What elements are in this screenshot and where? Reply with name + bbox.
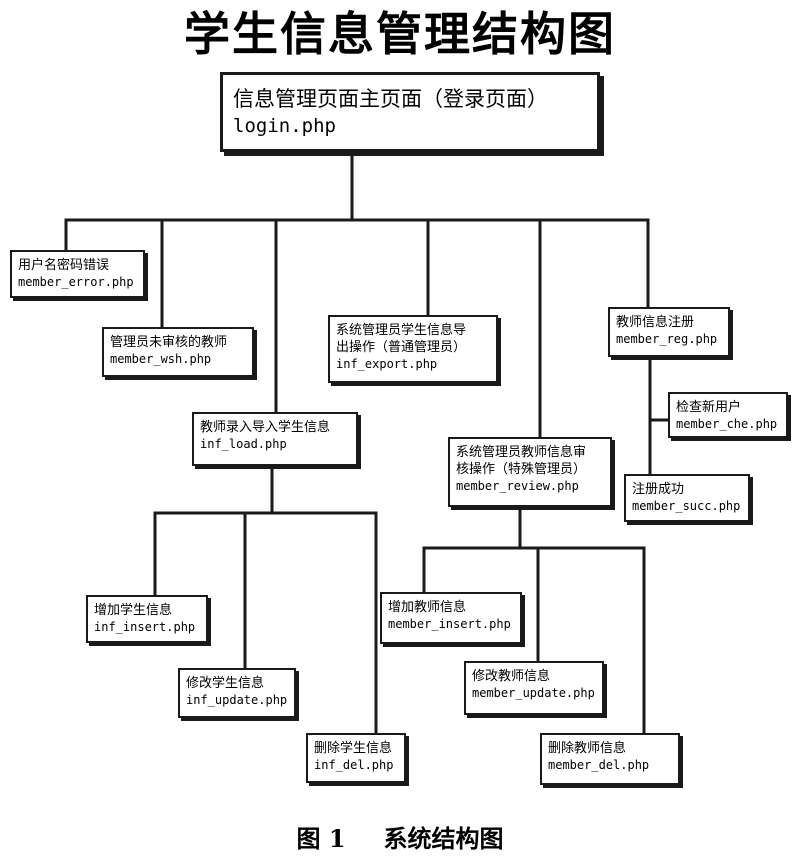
node-file: inf_insert.php <box>94 620 196 634</box>
node-file: inf_load.php <box>200 437 287 451</box>
node-name: 信息管理页面主页面（登录页面） <box>233 87 548 111</box>
node-name: 检查新用户 <box>676 400 742 415</box>
node-inf-load: 教师录入导入学生信息 inf_load.php <box>192 412 358 466</box>
node-file: inf_del.php <box>314 758 394 772</box>
node-name: 删除学生信息 <box>314 741 393 756</box>
node-member-insert: 增加教师信息 member_insert.php <box>380 592 522 644</box>
node-file: member_che.php <box>676 417 778 431</box>
node-file: login.php <box>233 115 336 137</box>
node-name: 注册成功 <box>632 482 685 497</box>
node-name: 管理员未审核的教师 <box>110 335 228 350</box>
node-file: inf_update.php <box>186 693 288 707</box>
figure-caption: 图 1 系统结构图 <box>0 822 800 856</box>
node-file: member_reg.php <box>616 332 718 346</box>
node-member-wsh: 管理员未审核的教师 member_wsh.php <box>102 327 254 377</box>
node-member-update: 修改教师信息 member_update.php <box>464 661 604 715</box>
node-name: 教师信息注册 <box>616 315 695 330</box>
node-file: member_succ.php <box>632 499 741 513</box>
node-inf-update: 修改学生信息 inf_update.php <box>178 668 296 718</box>
node-name-line2: 核操作（特殊管理员） <box>456 462 587 477</box>
node-name: 修改教师信息 <box>472 669 551 684</box>
node-file: member_error.php <box>18 275 134 289</box>
node-inf-del: 删除学生信息 inf_del.php <box>306 733 406 783</box>
node-name: 教师录入导入学生信息 <box>200 420 331 435</box>
node-file: inf_export.php <box>336 357 438 371</box>
node-name: 增加教师信息 <box>388 600 467 615</box>
diagram-title: 学生信息管理结构图 <box>184 7 616 61</box>
node-login: 信息管理页面主页面（登录页面） login.php <box>220 72 600 152</box>
node-name: 增加学生信息 <box>94 603 173 618</box>
node-name-line1: 系统管理员教师信息审 <box>456 445 587 460</box>
node-name: 删除教师信息 <box>548 741 627 756</box>
node-member-review: 系统管理员教师信息审 核操作（特殊管理员） member_review.php <box>448 437 612 507</box>
node-file: member_wsh.php <box>110 352 212 366</box>
node-file: member_review.php <box>456 479 579 493</box>
node-file: member_insert.php <box>388 617 511 631</box>
node-name: 修改学生信息 <box>186 676 265 691</box>
node-member-reg: 教师信息注册 member_reg.php <box>608 307 730 357</box>
caption-text: 系统结构图 <box>383 824 504 853</box>
node-member-error: 用户名密码错误 member_error.php <box>10 250 145 298</box>
node-name-line1: 系统管理员学生信息导 <box>336 323 467 338</box>
node-inf-export: 系统管理员学生信息导 出操作（普通管理员） inf_export.php <box>328 315 498 383</box>
node-name: 用户名密码错误 <box>18 258 110 273</box>
node-file: member_del.php <box>548 758 650 772</box>
node-inf-insert: 增加学生信息 inf_insert.php <box>86 595 208 643</box>
caption-label: 图 1 <box>296 824 346 853</box>
node-file: member_update.php <box>472 686 595 700</box>
node-member-succ: 注册成功 member_succ.php <box>624 474 750 522</box>
node-member-del: 删除教师信息 member_del.php <box>540 733 680 785</box>
node-name-line2: 出操作（普通管理员） <box>336 340 467 355</box>
node-member-che: 检查新用户 member_che.php <box>668 392 788 438</box>
